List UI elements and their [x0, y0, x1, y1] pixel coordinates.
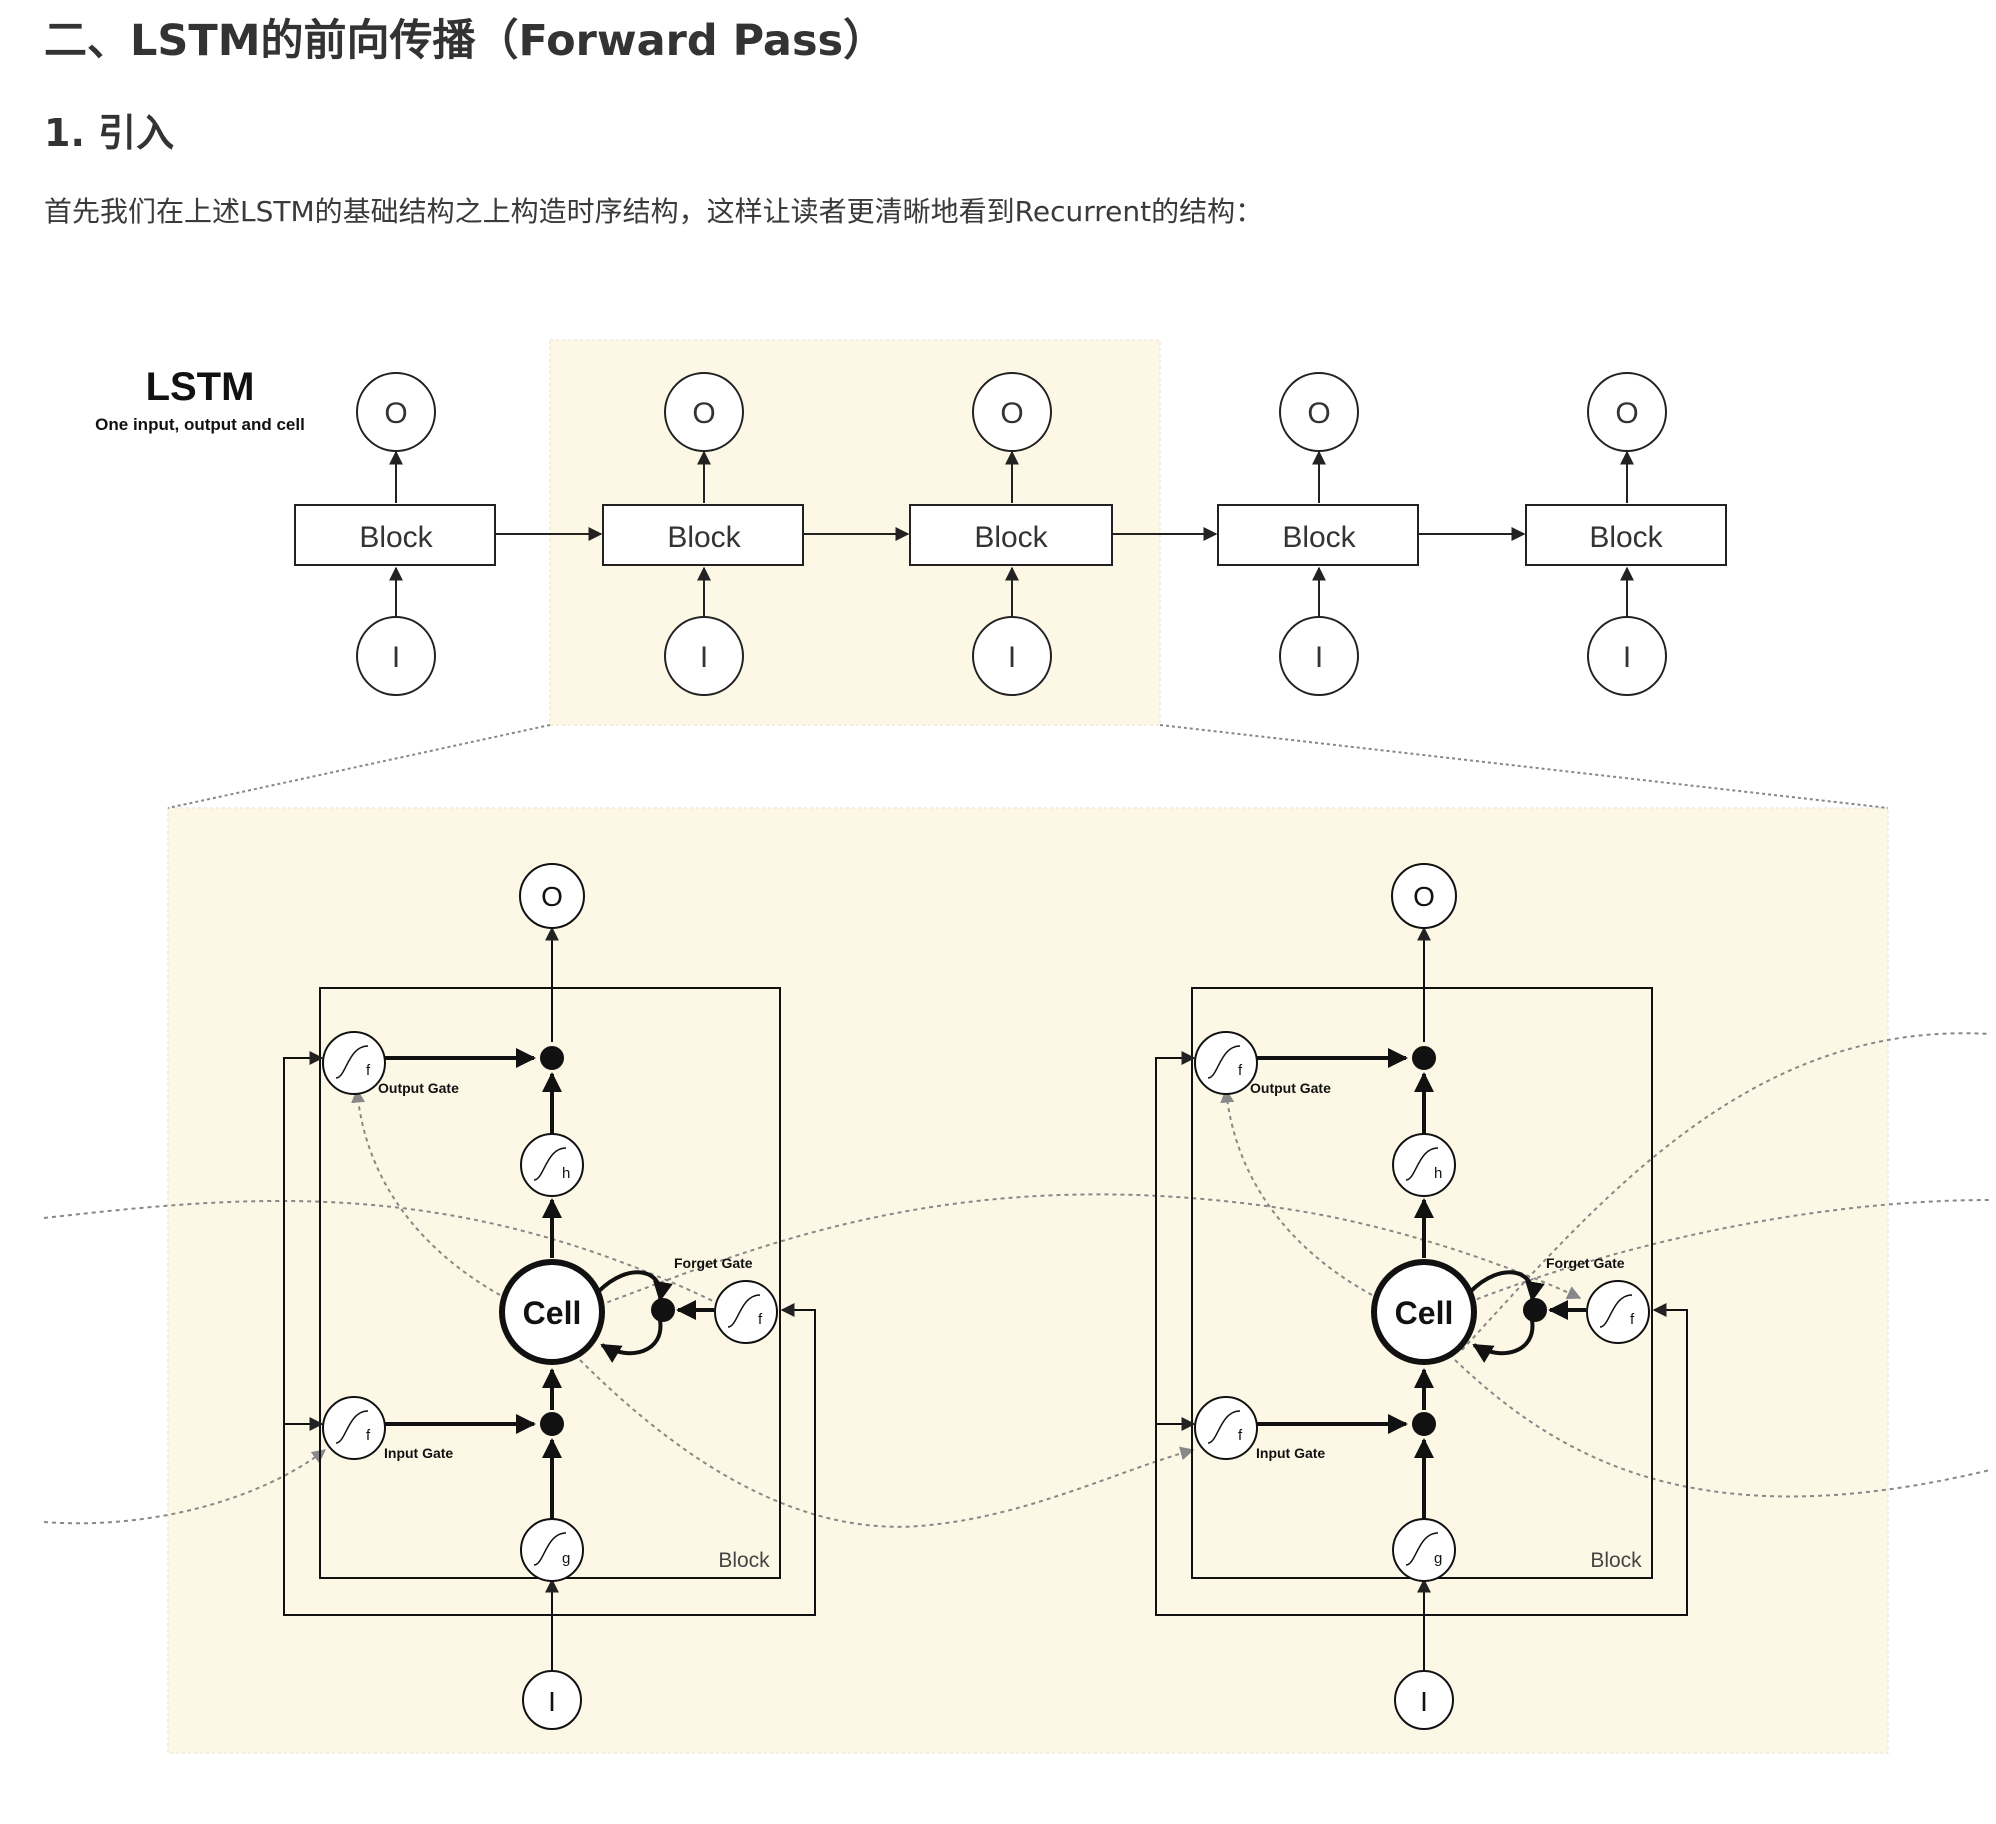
cell	[499, 1259, 605, 1365]
chain-block	[1217, 372, 1419, 696]
input-gate-label: Input Gate	[1256, 1445, 1325, 1461]
forget-gate	[714, 1280, 778, 1344]
block-label: Block	[718, 1549, 770, 1572]
input-label: I	[1008, 641, 1016, 674]
cell-label: Cell	[1395, 1295, 1454, 1331]
top-chain	[294, 372, 1727, 696]
block-box	[1525, 504, 1727, 566]
multiply-node	[540, 1412, 564, 1436]
intro-paragraph: 首先我们在上述LSTM的基础结构之上构造时序结构，这样让读者更清晰地看到Recu…	[44, 195, 1264, 228]
chain-block	[602, 372, 804, 696]
top-chain-labels: Block Block Block Block Block O O O O O …	[359, 397, 1663, 674]
block-box	[909, 504, 1113, 566]
figure-subtitle: One input, output and cell	[95, 415, 305, 434]
gate-subscript: f	[366, 1427, 371, 1444]
input-gate	[1194, 1396, 1258, 1460]
output-node	[1279, 372, 1359, 452]
zoom-labels: O I Cell Block Output Gate Input Gate Fo…	[366, 881, 1642, 1717]
multiply-node	[540, 1046, 564, 1070]
cell-label: Cell	[523, 1295, 582, 1331]
multiply-node	[651, 1298, 675, 1322]
output-gate	[322, 1031, 386, 1095]
block-box	[1217, 504, 1419, 566]
block-label: Block	[1282, 521, 1356, 554]
forget-gate-label: Forget Gate	[1546, 1255, 1625, 1271]
output-gate-label: Output Gate	[378, 1080, 459, 1096]
multiply-node	[1523, 1298, 1547, 1322]
cell-output-subscript: h	[1434, 1165, 1442, 1182]
zoom-line-left	[167, 724, 551, 809]
block-label: Block	[667, 521, 741, 554]
output-node	[356, 372, 436, 452]
cell-output-activation	[1392, 1133, 1456, 1197]
gate-subscript: f	[366, 1062, 371, 1079]
gate-subscript: f	[758, 1311, 763, 1328]
cell-input-activation	[520, 1518, 584, 1582]
figure-title: LSTM	[146, 365, 255, 409]
output-label: O	[541, 881, 563, 912]
input-node	[1394, 1670, 1454, 1730]
cell-output-subscript: h	[562, 1165, 570, 1182]
input-label: I	[1315, 641, 1323, 674]
input-node	[1587, 616, 1667, 696]
input-label: I	[548, 1686, 556, 1717]
output-node	[972, 372, 1052, 452]
output-node	[1391, 863, 1457, 929]
chain-block	[909, 372, 1113, 696]
input-node	[522, 1670, 582, 1730]
output-label: O	[1615, 397, 1638, 430]
multiply-node	[1412, 1412, 1436, 1436]
multiply-node	[1412, 1046, 1436, 1070]
input-node	[972, 616, 1052, 696]
cell-input-activation	[1392, 1518, 1456, 1582]
lstm-block-1	[283, 863, 816, 1730]
input-gate-label: Input Gate	[384, 1445, 453, 1461]
output-label: O	[692, 397, 715, 430]
block-label: Block	[1589, 521, 1663, 554]
lstm-block-2	[1155, 863, 1688, 1730]
output-label: O	[1307, 397, 1330, 430]
gate-subscript: f	[1630, 1311, 1635, 1328]
recurrent-connections	[43, 1032, 1991, 1528]
output-node	[1587, 372, 1667, 452]
cell-output-activation	[520, 1133, 584, 1197]
subsection-heading: 1. 引入	[44, 111, 175, 155]
input-gate	[322, 1396, 386, 1460]
block-label: Block	[974, 521, 1048, 554]
output-label: O	[1413, 881, 1435, 912]
input-node	[356, 616, 436, 696]
output-node	[664, 372, 744, 452]
input-label: I	[700, 641, 708, 674]
input-label: I	[392, 641, 400, 674]
forget-gate-label: Forget Gate	[674, 1255, 753, 1271]
input-label: I	[1623, 641, 1631, 674]
input-node	[1279, 616, 1359, 696]
output-label: O	[1000, 397, 1023, 430]
section-heading: 二、LSTM的前向传播（Forward Pass）	[44, 16, 887, 66]
highlight-panel-zoom	[167, 807, 1889, 1754]
block-label: Block	[1590, 1549, 1642, 1572]
block-label: Block	[359, 521, 433, 554]
forget-gate	[1586, 1280, 1650, 1344]
output-label: O	[384, 397, 407, 430]
output-gate-label: Output Gate	[1250, 1080, 1331, 1096]
cell-input-subscript: g	[1434, 1550, 1442, 1567]
cell-input-subscript: g	[562, 1550, 570, 1567]
zoom-line-right	[1159, 724, 1889, 809]
chain-block	[1525, 372, 1727, 696]
chain-block	[294, 372, 496, 696]
block-box	[602, 504, 804, 566]
cell	[1371, 1259, 1477, 1365]
output-node	[519, 863, 585, 929]
block-box	[294, 504, 496, 566]
output-gate	[1194, 1031, 1258, 1095]
input-label: I	[1420, 1686, 1428, 1717]
input-node	[664, 616, 744, 696]
gate-subscript: f	[1238, 1427, 1243, 1444]
gate-subscript: f	[1238, 1062, 1243, 1079]
